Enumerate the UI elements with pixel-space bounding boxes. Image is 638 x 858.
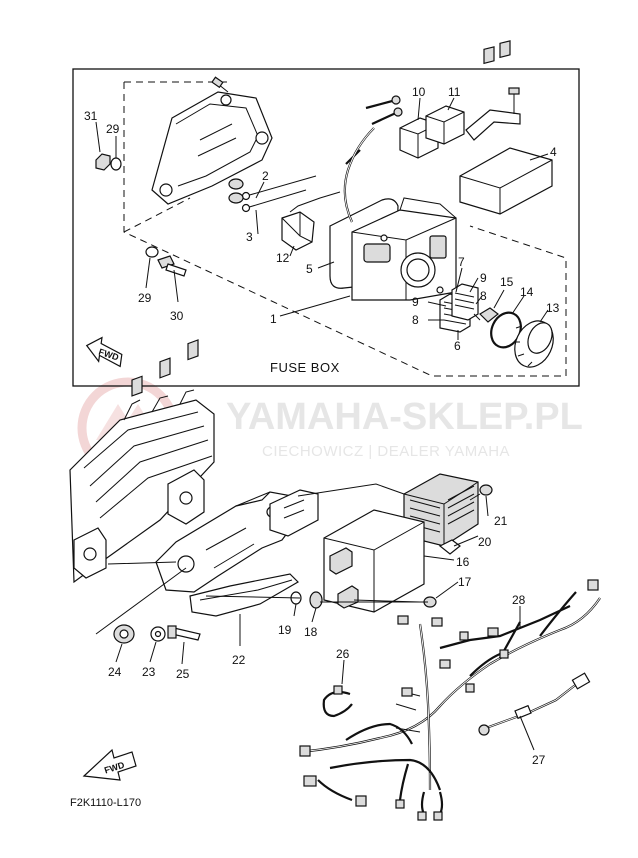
- relays-10-11: [399, 105, 465, 159]
- callout-28: 28: [512, 593, 526, 607]
- fuse-strips-6: [439, 283, 479, 333]
- callout-6: 6: [454, 339, 461, 353]
- fuse-box-caption: FUSE BOX: [270, 360, 340, 375]
- wire-harness-28: [299, 579, 601, 821]
- inset-fwd-arrow: FWD: [85, 336, 123, 368]
- watermark-brand: YAMAHA-SKLEP.PL: [226, 396, 583, 438]
- callout-30: 30: [170, 309, 184, 323]
- relay-bracket: [465, 109, 521, 141]
- relay-12: [281, 191, 341, 251]
- fasteners-left: [95, 153, 187, 277]
- fuse-15: [479, 307, 499, 323]
- callout-17: 17: [458, 575, 472, 589]
- callout-25: 25: [176, 667, 190, 681]
- main-leader-lines: [115, 495, 535, 751]
- callout-20: 20: [478, 535, 492, 549]
- callout-13: 13: [546, 301, 560, 315]
- mount-bracket: [151, 91, 273, 205]
- callout-8-right: 8: [480, 289, 487, 303]
- callout-19: 19: [278, 623, 292, 637]
- callout-26: 26: [336, 647, 350, 661]
- inset-border: [72, 68, 580, 387]
- relay-bracket-screw: [508, 87, 520, 114]
- lead-wire-27: [478, 672, 591, 736]
- fuse-box-body: [351, 197, 457, 301]
- callout-23: 23: [142, 665, 156, 679]
- main-fwd-arrow: FWD: [82, 748, 137, 781]
- callout-4: 4: [550, 145, 557, 159]
- bolts-2-3: [228, 175, 317, 213]
- callout-1: 1: [270, 312, 277, 326]
- engine-block: [69, 339, 215, 584]
- callout-29-bottom: 29: [138, 291, 152, 305]
- callout-16: 16: [456, 555, 470, 569]
- cover-4: [459, 40, 553, 215]
- inset-leader-lines: [95, 97, 549, 340]
- callout-8-left: 8: [412, 313, 419, 327]
- callout-15: 15: [500, 275, 514, 289]
- callout-21: 21: [494, 514, 508, 528]
- callout-9-right: 9: [480, 271, 487, 285]
- callout-29-top: 29: [106, 122, 120, 136]
- clamp-26: [322, 690, 353, 718]
- alignment-lines: [95, 483, 428, 635]
- callout-27: 27: [532, 753, 546, 767]
- bolt-21: [469, 484, 493, 501]
- callout-11: 11: [448, 85, 461, 99]
- fuse-box-inset: FWD 31 29 2 3 12 5 29 30 1 10 11 4 7 9 8…: [72, 40, 580, 387]
- callout-22: 22: [232, 653, 246, 667]
- controller-16: [323, 509, 425, 613]
- callout-2: 2: [262, 169, 269, 183]
- callout-3: 3: [246, 230, 253, 244]
- slotted-bracket: [269, 489, 319, 537]
- callout-9-left: 9: [412, 295, 419, 309]
- bracket-screw: [211, 76, 229, 93]
- callout-31: 31: [84, 109, 98, 123]
- main-assembly: FWD 21 20 16 17 28 19 18 22 24 23 25 26 …: [69, 339, 601, 821]
- cap-13: [514, 320, 554, 368]
- callout-14: 14: [520, 285, 534, 299]
- callout-7: 7: [458, 255, 465, 269]
- callout-18: 18: [304, 625, 318, 639]
- callout-24: 24: [108, 665, 122, 679]
- fasteners-23-25: [113, 624, 201, 644]
- bracket-22: [189, 573, 299, 617]
- callout-12: 12: [276, 251, 290, 265]
- callout-10: 10: [412, 85, 426, 99]
- watermark-dealer: CIECHOWICZ | DEALER YAMAHA: [262, 443, 510, 460]
- callout-5: 5: [306, 262, 313, 276]
- diagram-code: F2K1110-L170: [70, 797, 141, 809]
